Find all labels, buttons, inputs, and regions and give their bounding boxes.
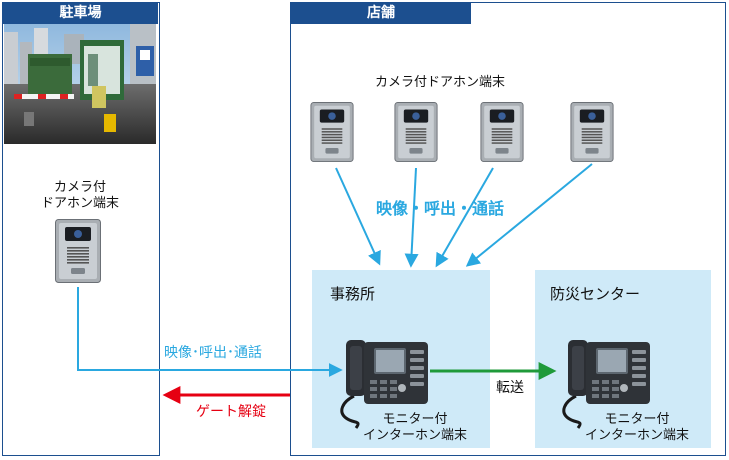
office-title: 事務所 xyxy=(330,285,376,303)
door-intercom-icon xyxy=(310,102,354,162)
center-title: 防災センター xyxy=(550,285,641,303)
monitor-intercom-icon xyxy=(554,336,652,430)
arrow-door1-to-office xyxy=(335,167,381,266)
parking-to-office-label: 映像･呼出･通話 xyxy=(164,345,262,361)
office-to-center-label: 転送 xyxy=(496,380,524,396)
arrow-door2-to-office xyxy=(404,167,419,268)
gate-release-label: ゲート解錠 xyxy=(196,404,266,420)
arrow-door4-to-office xyxy=(465,163,593,267)
parking-gate-photo xyxy=(4,24,156,144)
store-door-label: カメラ付ドアホン端末 xyxy=(374,75,505,90)
door-intercom-icon xyxy=(55,219,101,283)
monitor-intercom-icon xyxy=(332,336,430,430)
office-monitor-label: モニター付 インターホン端末 xyxy=(362,412,467,443)
door-intercom-icon xyxy=(570,102,614,162)
center-monitor-label: モニター付 インターホン端末 xyxy=(584,412,689,443)
parking-door-label: カメラ付 ドアホン端末 xyxy=(40,180,119,211)
parking-title: 駐車場 xyxy=(3,3,158,24)
store-title: 店舗 xyxy=(291,3,471,24)
store-to-office-label: 映像・呼出・通話 xyxy=(376,199,505,218)
door-intercom-icon xyxy=(394,102,438,162)
door-intercom-icon xyxy=(480,102,524,162)
arrow-parking-to-office xyxy=(77,287,343,377)
arrow-door3-to-office xyxy=(435,167,494,268)
